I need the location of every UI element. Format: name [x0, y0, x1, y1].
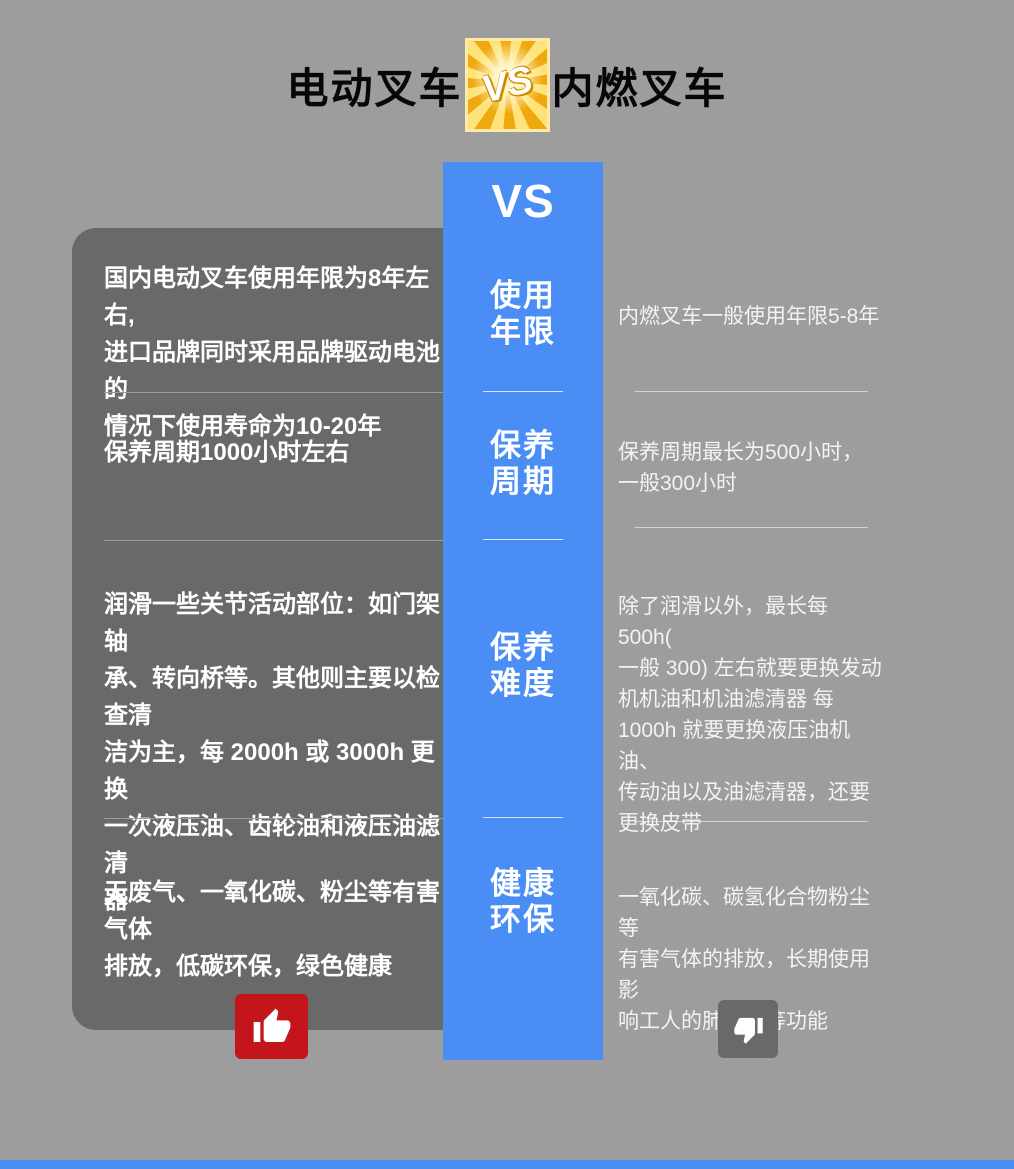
divider — [635, 527, 868, 528]
divider — [104, 818, 444, 819]
column-vs-label: VS — [491, 175, 555, 227]
divider — [104, 392, 444, 393]
thumbs-down-icon — [733, 1017, 763, 1044]
category-maintenance-cycle: 保养 周期 — [490, 428, 556, 499]
category-service-life: 使用 年限 — [490, 278, 556, 349]
vs-category-column: VS 使用 年限 保养 周期 保养 难度 健康 环保 — [443, 162, 603, 1060]
title-right: 内燃叉车 — [551, 64, 728, 112]
header: 电动叉车 VS 内燃叉车 — [0, 38, 1014, 132]
category-health-environment: 健康 环保 — [490, 866, 556, 937]
electric-forklift-panel: 国内电动叉车使用年限为8年左右, 进口品牌同时采用品牌驱动电池的 情况下使用寿命… — [72, 228, 493, 1030]
ic-maintenance-difficulty-text: 除了润滑以外，最长每 500h( 一般 300) 左右就要更换发动 机机油和机油… — [618, 595, 882, 835]
divider — [483, 539, 563, 540]
divider — [483, 391, 563, 392]
divider — [104, 540, 444, 541]
divider — [635, 821, 868, 822]
electric-maintenance-cycle-text: 保养周期1000小时左右 — [104, 439, 350, 466]
thumbs-down-badge — [718, 1000, 778, 1058]
vs-badge-label: VS — [477, 58, 537, 112]
electric-service-life-text: 国内电动叉车使用年限为8年左右, 进口品牌同时采用品牌驱动电池的 情况下使用寿命… — [104, 265, 440, 440]
thumbs-up-icon — [253, 1008, 290, 1042]
category-maintenance-difficulty: 保养 难度 — [490, 630, 556, 701]
divider — [635, 391, 868, 392]
title-left: 电动叉车 — [286, 64, 463, 112]
ic-maintenance-cycle-text: 保养周期最长为500小时， 一般300小时 — [618, 441, 864, 495]
electric-maintenance-difficulty-text: 润滑一些关节活动部位：如门架轴 承、转向桥等。其他则主要以检查清 洁为主，每 2… — [104, 591, 440, 914]
thumbs-up-badge — [235, 994, 308, 1059]
ic-health-environment-text: 一氧化碳、碳氢化合物粉尘等 有害气体的排放，长期使用影 响工人的肺、肾等功能 — [618, 886, 870, 1033]
divider — [483, 817, 563, 818]
ic-service-life-text: 内燃叉车一般使用年限5-8年 — [618, 305, 880, 328]
vs-starburst-badge-icon: VS — [464, 38, 550, 132]
electric-health-environment-text: 无废气、一氧化碳、粉尘等有害气体 排放，低碳环保，绿色健康 — [104, 879, 440, 980]
bottom-accent-bar — [0, 1160, 1014, 1169]
